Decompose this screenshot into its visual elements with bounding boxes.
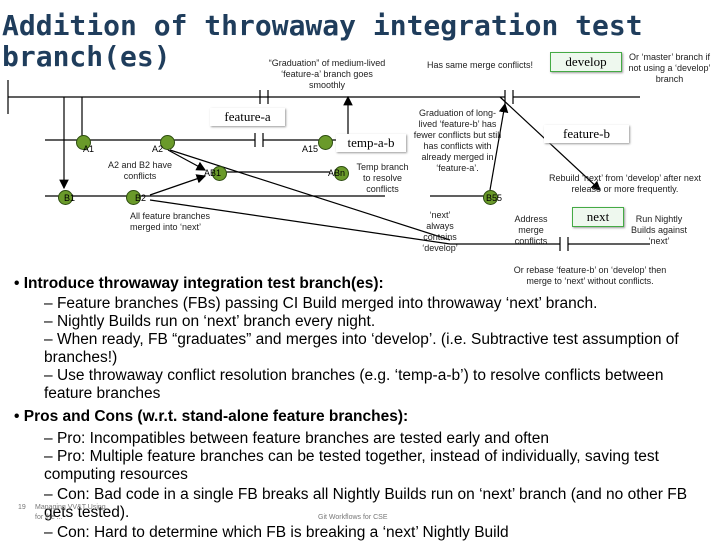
commit-a1-label: A1 [83, 144, 95, 154]
footer-center: Git Workflows for CSE [318, 514, 388, 521]
footer-page-number: 19 [18, 504, 26, 511]
page-title: Addition of throwaway integration test b… [2, 10, 643, 72]
commit-a2-label: A2 [152, 144, 164, 154]
commit-b2 [126, 190, 141, 205]
commit-b55-label: B55 [486, 193, 503, 203]
footer-left-1: Managing VV&T Using [35, 504, 106, 511]
footer-left-2: for the ... [35, 514, 63, 521]
commit-a15-label: A15 [302, 144, 319, 154]
commit-b55 [483, 190, 498, 205]
bullet-sub-2: – Nightly Builds run on ‘next’ branch ev… [44, 313, 376, 330]
title-line-2: branch(es) [2, 40, 171, 73]
bullet-main-2: • Pros and Cons (w.r.t. stand-alone feat… [14, 408, 409, 425]
bullet-con-2: – Con: Hard to determine which FB is bre… [44, 524, 509, 541]
graduation-b-note: Graduation of long-lived ‘feature-b’ has… [413, 108, 502, 173]
next-branch-label: next [572, 207, 624, 227]
bullet-sub-4: – Use throwaway conflict resolution bran… [44, 367, 664, 402]
master-branch-note: Or ‘master’ branch if not using a ‘devel… [628, 52, 711, 84]
commit-a1 [76, 135, 91, 150]
merge-conflicts-note: Has same merge conflicts! [426, 60, 534, 70]
next-contains-note: ‘next’ always contains ‘develop’ [422, 210, 458, 253]
nightly-builds-note: Run Nightly Builds against ‘next’ [630, 214, 688, 246]
temp-branch-note: Temp branch to resolve conflicts [356, 162, 409, 194]
bullet-sub-1: – Feature branches (FBs) passing CI Buil… [44, 295, 598, 312]
a2b2-conflicts-note: A2 and B2 have conflicts [107, 160, 173, 181]
feature-b-label: feature-b [544, 125, 629, 143]
graduation-a-note: “Graduation” of medium-lived ‘feature-a’… [268, 58, 386, 90]
commit-b2-label: B2 [135, 193, 147, 203]
branch-diagram [7, 80, 650, 251]
feature-a-label: feature-a [210, 108, 285, 126]
commit-abn [334, 166, 349, 181]
commit-ab1 [212, 166, 227, 181]
commit-b1-label: B1 [64, 193, 76, 203]
commit-ab1-label: AB1 [204, 168, 222, 178]
bullet-con-1: – Con: Bad code in a single FB breaks al… [44, 486, 688, 521]
rebuild-note: Rebuild ‘next’ from ‘develop’ after next… [549, 173, 701, 194]
bullet-pro-2: – Pro: Multiple feature branches can be … [44, 448, 659, 483]
address-conflicts-note: Address merge conflicts [514, 214, 548, 246]
commit-a2 [160, 135, 175, 150]
temp-a-b-label: temp-a-b [336, 134, 406, 152]
bullet-main-1: • Introduce throwaway integration test b… [14, 275, 384, 292]
commit-b1 [58, 190, 73, 205]
bullet-pro-1: – Pro: Incompatibles between feature bra… [44, 430, 549, 447]
rebase-note: Or rebase ‘feature-b’ on ‘develop’ then … [513, 265, 667, 286]
develop-branch-label: develop [550, 52, 622, 72]
commit-a15 [318, 135, 333, 150]
title-line-1: Addition of throwaway integration test [2, 9, 643, 42]
bullet-sub-3: – When ready, FB “graduates” and merges … [44, 331, 679, 366]
commit-abn-label: ABn [328, 168, 346, 178]
all-merged-note: All feature branches merged into ‘next’ [130, 211, 211, 232]
